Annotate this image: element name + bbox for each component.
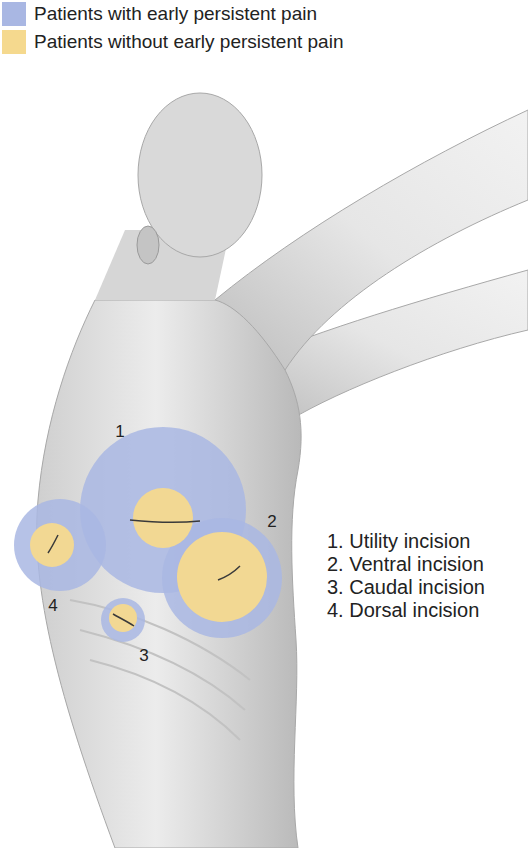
incision-lines [48, 520, 240, 626]
legend-swatch [2, 30, 26, 54]
incision-name: 1. Utility incision [327, 530, 470, 552]
callout-number: 3 [139, 647, 148, 666]
incision-name: 3. Caudal incision [327, 576, 485, 598]
legend-text: Patients with early persistent pain [34, 4, 317, 25]
legend-text: Patients without early persistent pain [34, 32, 343, 53]
no-pain-circle [177, 532, 267, 622]
ear [137, 226, 159, 264]
incision-name: 4. Dorsal incision [327, 599, 479, 621]
no-pain-circle [109, 604, 137, 632]
no-pain-circle [30, 523, 74, 567]
callout-number: 2 [267, 513, 276, 532]
incision-name: 2. Ventral incision [327, 553, 484, 575]
callout-number: 4 [48, 597, 57, 616]
legend-swatch [2, 2, 26, 26]
pain-circle [101, 598, 145, 642]
pain-circle [14, 499, 106, 591]
no-pain-circle [133, 488, 193, 548]
upper-arm [215, 110, 528, 370]
callout-number: 1 [115, 423, 124, 442]
